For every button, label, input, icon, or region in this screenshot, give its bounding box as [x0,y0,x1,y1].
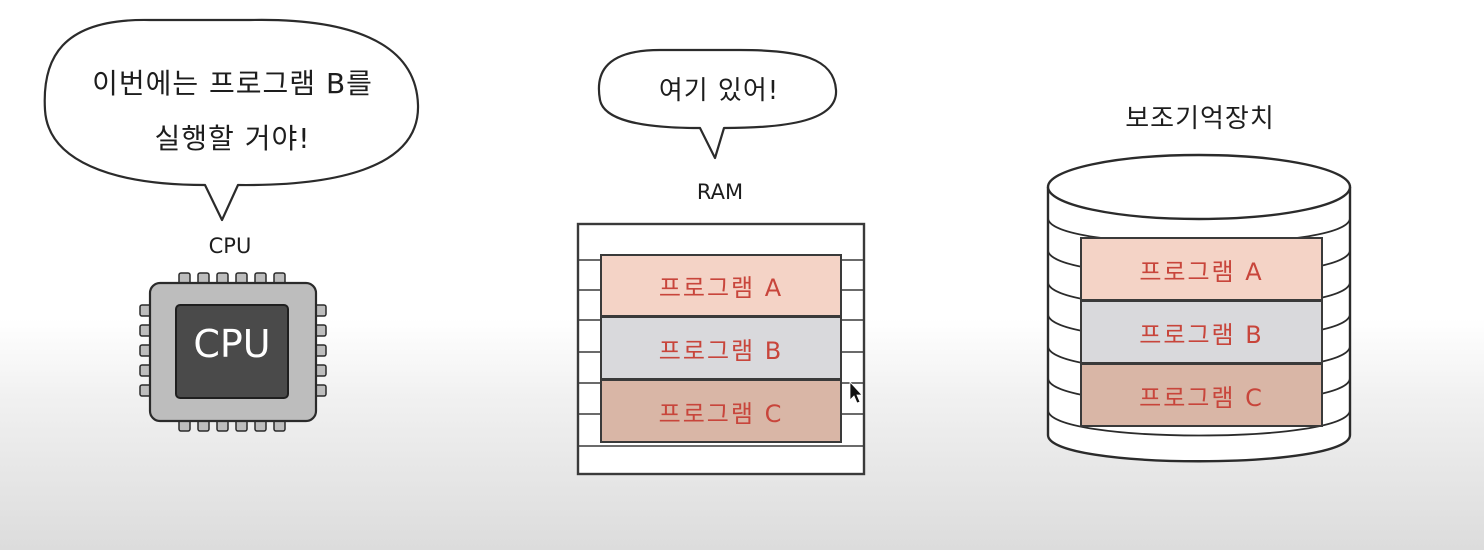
cpu-chip-core [175,304,289,399]
storage-program-b: 프로그램 B [1080,300,1323,364]
ram-program-a: 프로그램 A [600,254,842,317]
storage-program-c: 프로그램 C [1080,363,1323,427]
cpu-chip-pins [139,272,327,432]
ram-speech-bubble [597,48,838,160]
ram-program-b: 프로그램 B [600,316,842,380]
ram-program-c: 프로그램 C [600,379,842,443]
cpu-chip-text: CPU [193,322,271,366]
cpu-label: CPU [208,234,252,258]
storage-label: 보조기억장치 [1125,104,1275,134]
storage-program-a: 프로그램 A [1080,237,1323,301]
cpu-speech-line-1: 이번에는 프로그램 B를 [92,67,373,100]
mouse-cursor-icon [849,380,863,404]
cpu-speech-line-2: 실행할 거야! [154,122,311,155]
ram-label: RAM [696,180,744,204]
cpu-speech-bubble [43,18,420,222]
ram-speech-text: 여기 있어! [658,76,780,106]
